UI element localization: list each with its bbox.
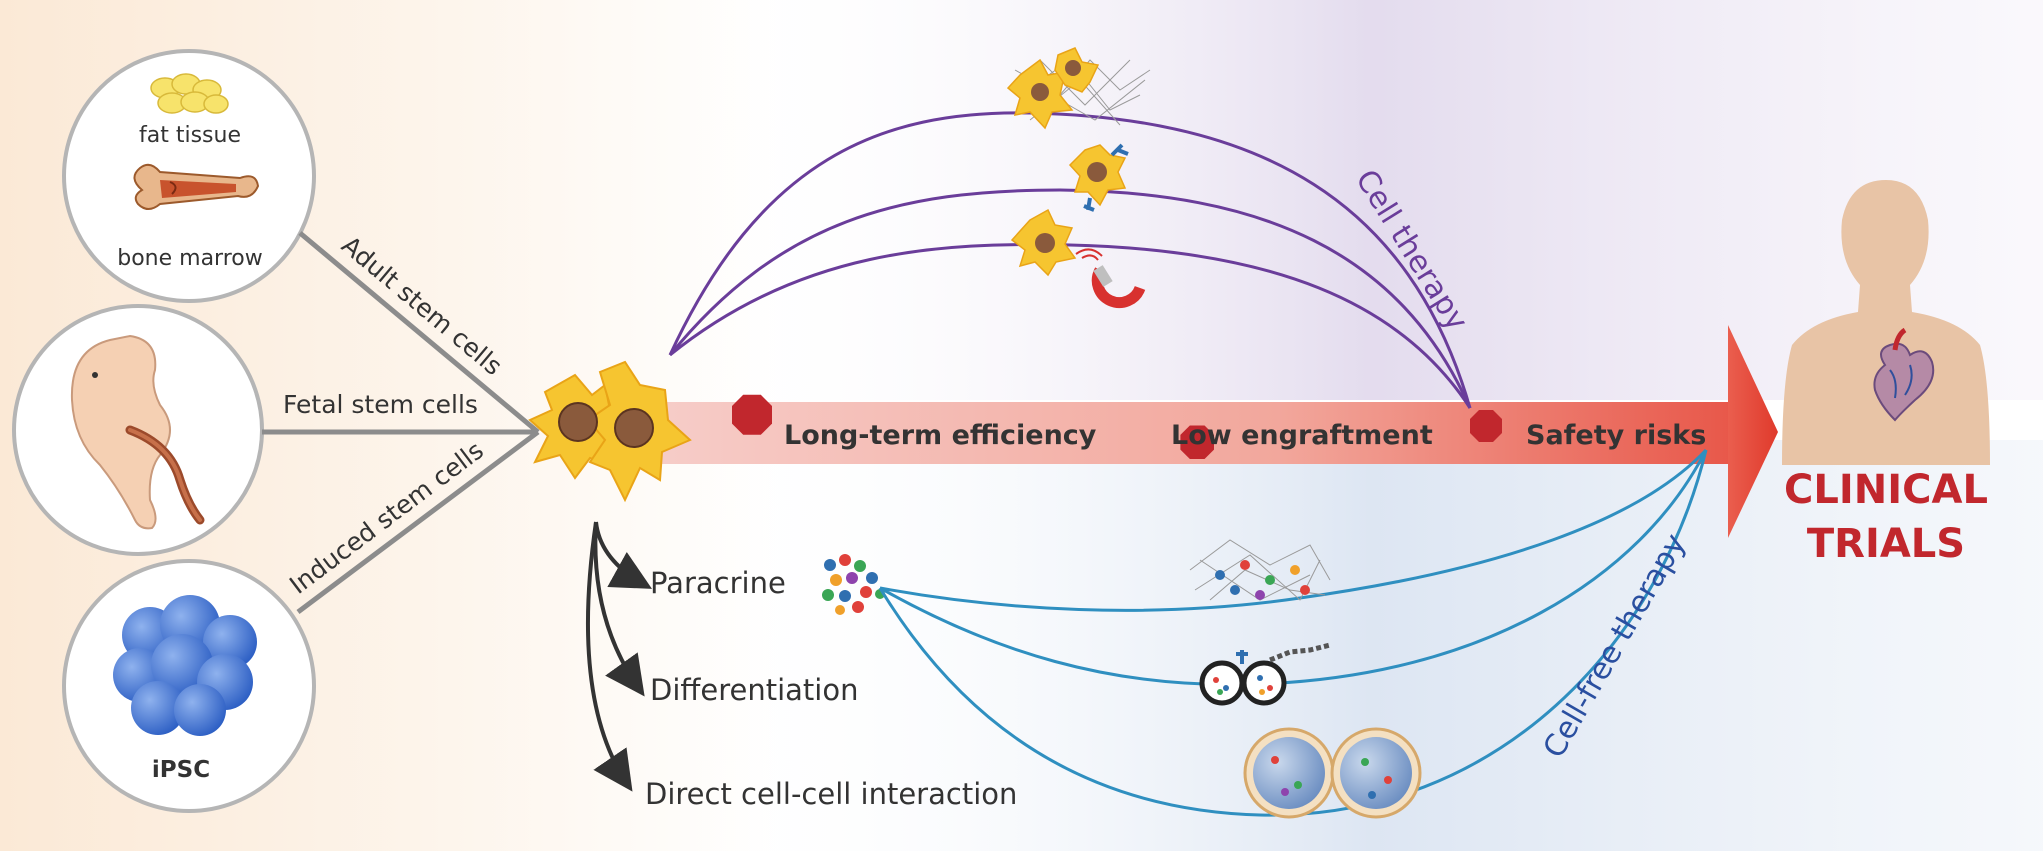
ipsc-label: iPSC: [152, 757, 210, 783]
targeted-cell-icon: [1068, 143, 1129, 212]
direct-interaction-label: Direct cell-cell interaction: [645, 777, 1017, 811]
stem-cell-icon: [528, 360, 692, 503]
heart-icon: [1873, 327, 1935, 422]
fat-tissue-icon: [150, 73, 229, 114]
magnet-icon: [1075, 248, 1146, 309]
barrier-long-term-label: Long-term efficiency: [784, 420, 1097, 451]
barrier-engraftment: Low engraftment: [1171, 420, 1433, 460]
source-connectors: [262, 231, 540, 614]
clinical-label: CLINICAL: [1784, 467, 1988, 513]
fetal-source: [12, 304, 264, 556]
differentiation-arrow: [593, 521, 645, 697]
cell-therapy-arc-2: [668, 188, 1472, 409]
differentiation-label: Differentiation: [650, 673, 858, 707]
fetal-stem-cells-label: Fetal stem cells: [283, 390, 478, 419]
extracellular-vesicle-icon: [1199, 642, 1331, 706]
adult-connector: [298, 231, 540, 434]
scaffold-cell-icon: [1006, 47, 1151, 130]
magnetic-cell-icon: [1010, 208, 1146, 309]
arrow-shaft: [600, 402, 1730, 464]
human-body-icon: [1782, 180, 1990, 465]
cell-free-arc-1: [879, 448, 1708, 612]
cell-therapy-arc-3: [669, 243, 1472, 409]
mechanism-arrows: [585, 521, 652, 792]
stop-sign-icon: [1470, 410, 1502, 442]
nanoparticle-icon: [1243, 727, 1422, 819]
paracrine-label: Paracrine: [650, 566, 786, 600]
exosome-cluster-icon: [822, 554, 885, 615]
stop-sign-icon: [732, 394, 772, 435]
trials-label: TRIALS: [1807, 521, 1965, 567]
barrier-safety-label: Safety risks: [1526, 420, 1706, 451]
bone-marrow-label: bone marrow: [117, 246, 262, 271]
stop-sign-icon: [1180, 425, 1214, 460]
barrier-safety: Safety risks: [1470, 410, 1706, 451]
barrier-engraftment-label: Low engraftment: [1171, 420, 1433, 451]
direct-interaction-arrow: [585, 521, 633, 792]
embryo-icon: [70, 334, 205, 530]
barrier-long-term: Long-term efficiency: [732, 394, 1097, 451]
fat-tissue-label: fat tissue: [139, 123, 241, 148]
bone-marrow-icon: [133, 163, 260, 210]
hydrogel-icon: [1189, 539, 1331, 601]
induced-source: iPSC: [62, 559, 316, 813]
induced-connector: [296, 430, 540, 614]
ipsc-cluster-icon: [113, 595, 257, 736]
main-arrow: [600, 325, 1778, 538]
fat-and-marrow-source: fat tissue bone marrow: [62, 49, 316, 303]
arrow-head: [1728, 325, 1778, 538]
